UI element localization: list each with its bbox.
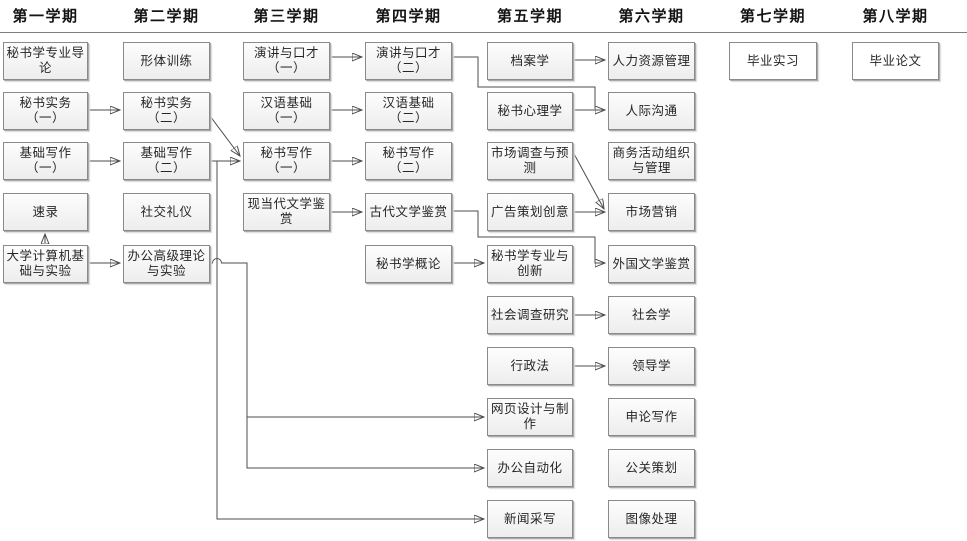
course-yanjiangkoucai2: 演讲与口才 （二） xyxy=(365,42,452,80)
course-shejiaoliyi: 社交礼仪 xyxy=(123,193,210,231)
course-tuxiangchuli: 图像处理 xyxy=(608,500,695,538)
course-mishuxinlixue: 秘书心理学 xyxy=(487,92,573,130)
course-mishuxuegailun: 秘书学概论 xyxy=(365,245,452,283)
course-hanyujichu2: 汉语基础 （二） xyxy=(365,92,452,130)
course-gongguancehua: 公关策划 xyxy=(608,449,695,487)
course-bangonggaoji: 办公高级理论 与实验 xyxy=(123,245,210,283)
semester-header-6: 第六学期 xyxy=(618,8,685,25)
course-waiguowenxue: 外国文学鉴赏 xyxy=(608,245,695,283)
course-shangwuhuodong: 商务活动组织 与管理 xyxy=(608,142,695,180)
header-divider-line xyxy=(0,32,967,33)
course-shehuidiaocha: 社会调查研究 xyxy=(487,296,573,334)
semester-header-4: 第四学期 xyxy=(375,8,442,25)
semester-header-2: 第二学期 xyxy=(133,8,200,25)
course-renjigoutong: 人际沟通 xyxy=(608,92,695,130)
course-sulu: 速录 xyxy=(3,193,88,231)
semester-header-3: 第三学期 xyxy=(253,8,320,25)
course-lingdaoxue: 领导学 xyxy=(608,347,695,385)
semester-header-1: 第一学期 xyxy=(12,8,79,25)
course-shichangdiaocha: 市场调查与预 测 xyxy=(487,142,573,180)
course-shehuixue: 社会学 xyxy=(608,296,695,334)
course-biyelunwen: 毕业论文 xyxy=(852,42,939,80)
course-xingzhengfa: 行政法 xyxy=(487,347,573,385)
course-mishushiwu1: 秘书实务 （一） xyxy=(3,92,88,130)
course-mishuxiezuo1: 秘书写作 （一） xyxy=(243,142,330,180)
course-hanyujichu1: 汉语基础 （一） xyxy=(243,92,330,130)
course-guanggaocehua: 广告策划创意 xyxy=(487,193,573,231)
semester-header-8: 第八学期 xyxy=(862,8,929,25)
course-jichuxiezuo2: 基础写作 （二） xyxy=(123,142,210,180)
semester-header-7: 第七学期 xyxy=(739,8,806,25)
course-danganxue: 档案学 xyxy=(487,42,573,80)
course-zhuanyuchuangxin: 秘书学专业与 创新 xyxy=(487,245,573,283)
edge-mishushiwu2-mishuxiezuo1 xyxy=(209,115,240,156)
course-bangongzidonghua: 办公自动化 xyxy=(487,449,573,487)
course-jichuxiezuo1: 基础写作 （一） xyxy=(3,142,88,180)
course-mishushiwu2: 秘书实务 （二） xyxy=(123,92,210,130)
course-shichangyingxiao: 市场营销 xyxy=(608,193,695,231)
course-wangyesheji: 网页设计与制 作 xyxy=(487,398,573,436)
course-xingtixunlian: 形体训练 xyxy=(123,42,210,80)
course-yanjiangkoucai1: 演讲与口才 （一） xyxy=(243,42,330,80)
course-zhuanyedaolun: 秘书学专业导 论 xyxy=(3,42,88,80)
course-xiandangdaiwenxue: 现当代文学鉴 赏 xyxy=(243,193,330,231)
course-mishuxiezuo2: 秘书写作 （二） xyxy=(365,142,452,180)
edge-bangonggaoji-bangongzidonghua xyxy=(210,258,484,469)
course-biyeshixi: 毕业实习 xyxy=(729,42,817,80)
course-xinwencaixie: 新闻采写 xyxy=(487,500,573,538)
course-renliziyuan: 人力资源管理 xyxy=(608,42,695,80)
course-gudaiwenxue: 古代文学鉴赏 xyxy=(365,193,452,231)
course-shenlunxiezuo: 申论写作 xyxy=(608,398,695,436)
semester-header-5: 第五学期 xyxy=(496,8,563,25)
course-daxuejisuanji: 大学计算机基 础与实验 xyxy=(3,245,88,283)
edge-shichangdiaocha-shichangyingxiao xyxy=(572,151,604,209)
